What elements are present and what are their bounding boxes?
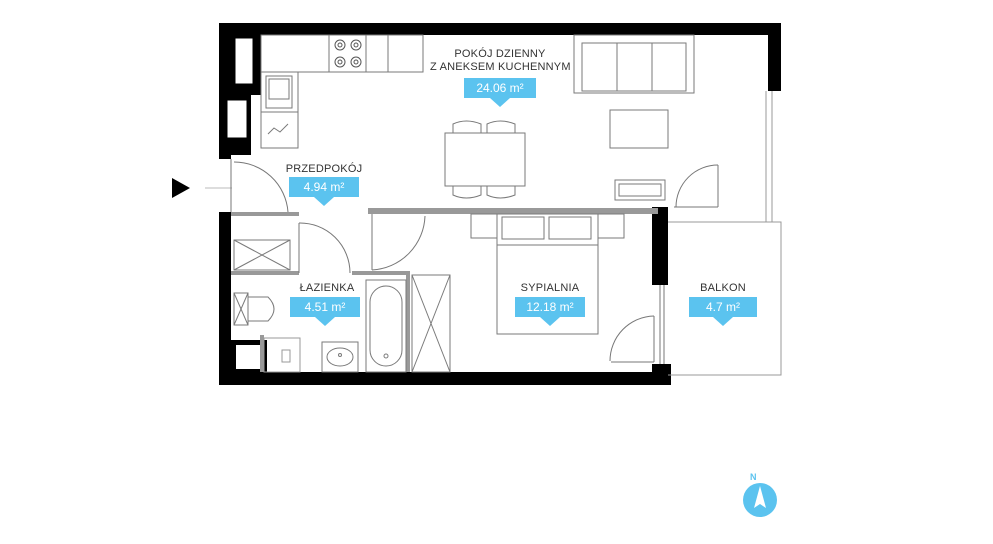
- bathroom-name: ŁAZIENKA: [299, 282, 355, 294]
- cooktop: [334, 39, 362, 68]
- balcony-door-bedroom: [609, 285, 665, 364]
- washbasin: [321, 341, 359, 373]
- bed: [470, 213, 625, 335]
- compass-icon: [743, 483, 777, 517]
- coffee-table: [609, 109, 669, 149]
- tv-cabinet: [614, 179, 666, 201]
- balcony-area: 4.7 m²: [689, 297, 757, 326]
- bedroom-door: [371, 214, 426, 271]
- living-room-area: 24.06 m²: [464, 78, 536, 107]
- dining-set: [444, 120, 526, 199]
- bathtub: [365, 279, 407, 373]
- balcony-name: BALKON: [700, 282, 746, 294]
- bathroom-door: [298, 222, 351, 274]
- entrance-arrow-icon: [172, 178, 190, 198]
- interior-walls: [231, 208, 658, 372]
- balcony-outline: [668, 91, 782, 376]
- living-room-name: POKÓJ DZIENNY Z ANEKSEM KUCHENNYM: [430, 48, 571, 73]
- sofa: [573, 34, 695, 94]
- bidet-niche: [263, 337, 301, 373]
- toilet: [233, 292, 275, 326]
- bedroom-area: 12.18 m²: [515, 297, 585, 326]
- hall-name: PRZEDPOKÓJ: [285, 163, 363, 175]
- wardrobe: [411, 274, 451, 373]
- bedroom-name: SYPIALNIA: [520, 282, 580, 294]
- kitchen-counter: [260, 34, 424, 149]
- shower-hall: [233, 239, 291, 271]
- entrance-door: [230, 159, 289, 213]
- bathroom-area: 4.51 m²: [290, 297, 360, 326]
- hall-area: 4.94 m²: [289, 177, 359, 206]
- compass-north-label: N: [750, 472, 757, 482]
- balcony-door-living: [674, 164, 719, 208]
